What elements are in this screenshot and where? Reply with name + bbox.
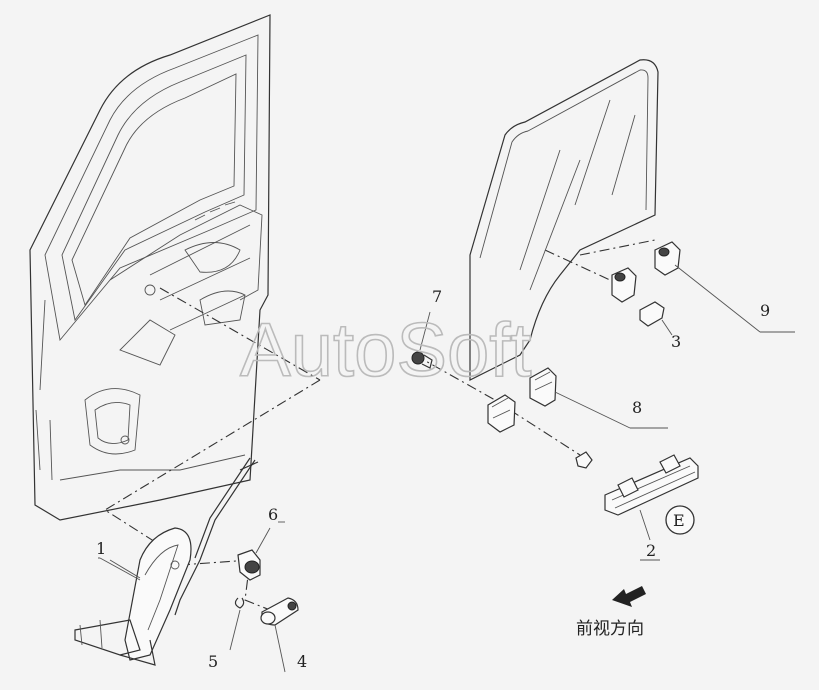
- callout-9: 9: [760, 301, 770, 320]
- callout-8: 8: [632, 398, 642, 417]
- handle-part-4: [260, 597, 299, 626]
- callout-6: 6: [268, 505, 278, 524]
- bolt-part-6: [237, 549, 261, 581]
- clip-part-9: [611, 241, 681, 303]
- window-regulator: [74, 457, 259, 666]
- callout-7: 7: [432, 287, 442, 306]
- block-part-3: [639, 301, 665, 327]
- channel-part-2: [575, 451, 699, 516]
- bush-part-7: [411, 351, 433, 369]
- clip-part-5: [234, 597, 245, 609]
- window-glass: [469, 59, 659, 381]
- callout-2: 2: [646, 541, 656, 560]
- callout-1: 1: [96, 539, 106, 558]
- callout-4: 4: [297, 652, 307, 671]
- callout-5: 5: [208, 652, 218, 671]
- bracket-part-8: [487, 367, 557, 433]
- direction-label: 前视方向: [576, 619, 644, 639]
- callout-3: 3: [671, 332, 681, 351]
- door-panel: [29, 14, 271, 521]
- marker-e: E: [665, 505, 695, 535]
- front-direction-arrow-icon: [612, 586, 646, 607]
- marker-e-label: E: [673, 511, 685, 530]
- watermark: AutoSoft: [240, 308, 532, 393]
